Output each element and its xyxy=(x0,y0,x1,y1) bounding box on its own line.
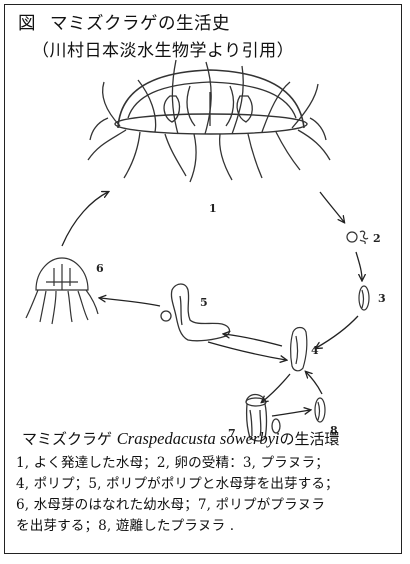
arrow-5-to-6 xyxy=(100,298,160,306)
figure-caption: マミズクラゲ Craspedacusta sowerbyiの生活環 1, よく発… xyxy=(16,428,396,537)
arrow-2-to-3 xyxy=(356,252,362,280)
arrow-1-to-2 xyxy=(320,192,344,222)
arrow-6-to-1 xyxy=(62,192,108,246)
arrow-7-to-8 xyxy=(272,410,310,416)
caption-common-name: マミズクラゲ xyxy=(22,430,112,448)
caption-scientific-name: Craspedacusta sowerbyi xyxy=(117,429,280,448)
arrow-4-to-7 xyxy=(262,374,290,402)
caption-line: 4, ポリプ；5, ポリプがポリプと水母芽を出芽する； xyxy=(16,474,396,495)
arrow-8-to-4 xyxy=(306,372,322,394)
arrow-3-to-4 xyxy=(316,316,358,348)
caption-title: マミズクラゲ Craspedacusta sowerbyiの生活環 xyxy=(22,428,396,449)
caption-suffix: の生活環 xyxy=(280,430,340,448)
caption-line: 1, よく発達した水母；2, 卵の受精：3, プラヌラ； xyxy=(16,453,396,474)
stage-3-planula xyxy=(359,286,369,310)
caption-line: 6, 水母芽のはなれた幼水母；7, ポリプがプラヌラ xyxy=(16,495,396,516)
stage-label-4: 4 xyxy=(311,344,319,357)
stage-5-budding-polyp xyxy=(161,284,229,341)
stage-label-2: 2 xyxy=(373,232,381,245)
arrow-4-to-5 xyxy=(224,334,282,346)
stage-2-egg xyxy=(347,231,368,244)
stage-label-1: 1 xyxy=(209,202,217,215)
stage-label-5: 5 xyxy=(200,296,208,309)
stage-4-polyp xyxy=(291,328,307,371)
stage-label-6: 6 xyxy=(96,262,104,275)
caption-line: を出芽する；8, 遊離したプラヌラ . xyxy=(16,516,396,537)
arrow-5-to-4 xyxy=(208,342,286,360)
stage-label-3: 3 xyxy=(378,292,386,305)
stage-8-free-planula xyxy=(315,398,325,422)
stage-6-young-medusa xyxy=(26,258,98,324)
stage-1-medusa xyxy=(88,60,330,182)
cycle-arrows xyxy=(62,192,362,416)
